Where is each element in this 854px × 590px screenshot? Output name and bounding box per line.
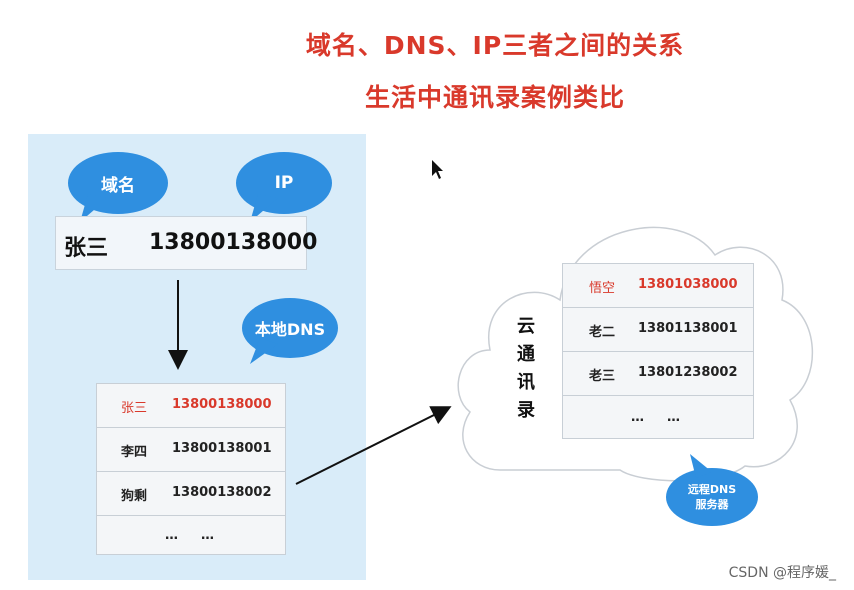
row-phone: … [201, 528, 214, 543]
remote-dns-bubble: 远程DNS 服务器 [666, 454, 758, 526]
cloud-contact-table: 悟空 13801038000 老二 13801138001 老三 1380123… [562, 263, 754, 439]
table-row: 悟空 13801038000 [563, 264, 753, 308]
row-name: … [631, 410, 644, 425]
table-row: 老三 13801238002 [563, 352, 753, 396]
row-name: 李四 [121, 445, 148, 460]
row-phone: 13801238002 [638, 365, 738, 380]
row-name: 老二 [589, 325, 616, 340]
local-contact-table: 张三 13800138000 李四 13800138001 狗剩 1380013… [96, 383, 286, 555]
row-name: 老三 [589, 369, 616, 384]
row-phone: 13800138000 [172, 397, 272, 412]
table-row: 李四 13800138001 [97, 428, 285, 472]
bubble-tail-icon [690, 454, 712, 478]
remote-dns-label-line1: 远程DNS [687, 483, 737, 496]
row-phone: 13800138001 [172, 441, 272, 456]
row-name: 狗剩 [121, 489, 148, 504]
row-name: 悟空 [589, 281, 616, 296]
table-row: 张三 13800138000 [97, 384, 285, 428]
table-row: 老二 13801138001 [563, 308, 753, 352]
remote-dns-label-line2: 服务器 [695, 498, 729, 511]
diagram-subtitle: 生活中通讯录案例类比 [364, 83, 625, 112]
entry-phone: 13800138000 [149, 230, 318, 255]
watermark-credit: CSDN @程序媛_ [728, 565, 836, 581]
table-row: … … [563, 396, 753, 438]
row-phone: 13800138002 [172, 485, 272, 500]
row-phone: … [667, 410, 680, 425]
diagram-title: 域名、DNS、IP三者之间的关系 [305, 31, 685, 60]
forward-arrow [295, 406, 452, 485]
contact-entry-box [55, 216, 307, 270]
local-dns-bubble: 本地DNS [242, 298, 338, 364]
row-phone: 13801138001 [638, 321, 738, 336]
domain-bubble-label: 域名 [101, 175, 135, 196]
row-name: 张三 [121, 401, 148, 416]
domain-bubble: 域名 [68, 152, 168, 222]
bubble-tail-icon [250, 338, 278, 364]
table-row: 狗剩 13800138002 [97, 472, 285, 516]
ip-bubble-label: IP [274, 173, 294, 193]
entry-name: 张三 [64, 236, 109, 261]
row-phone: 13801038000 [638, 277, 738, 292]
cloud-contacts-label: 云通讯录 [517, 316, 535, 421]
local-dns-bubble-label: 本地DNS [254, 320, 326, 339]
row-name: … [165, 528, 178, 543]
bubble-tail-icon [80, 194, 108, 222]
cursor-icon [432, 160, 443, 179]
bubble-tail-icon [250, 194, 278, 222]
ip-bubble: IP [236, 152, 332, 222]
table-row: … … [97, 516, 285, 554]
